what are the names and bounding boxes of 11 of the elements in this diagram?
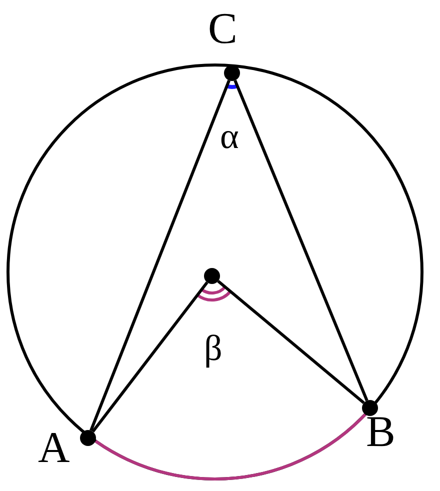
angle-label: β	[204, 330, 222, 366]
line-segment	[90, 80, 230, 432]
point-label: B	[366, 410, 396, 454]
arc	[94, 413, 366, 480]
line-segment	[92, 281, 208, 433]
angle-label: α	[220, 118, 239, 154]
point-label: C	[208, 7, 238, 51]
line-segment	[217, 280, 365, 404]
point	[204, 268, 220, 284]
point-label: A	[38, 426, 70, 470]
line-segment	[234, 80, 368, 402]
